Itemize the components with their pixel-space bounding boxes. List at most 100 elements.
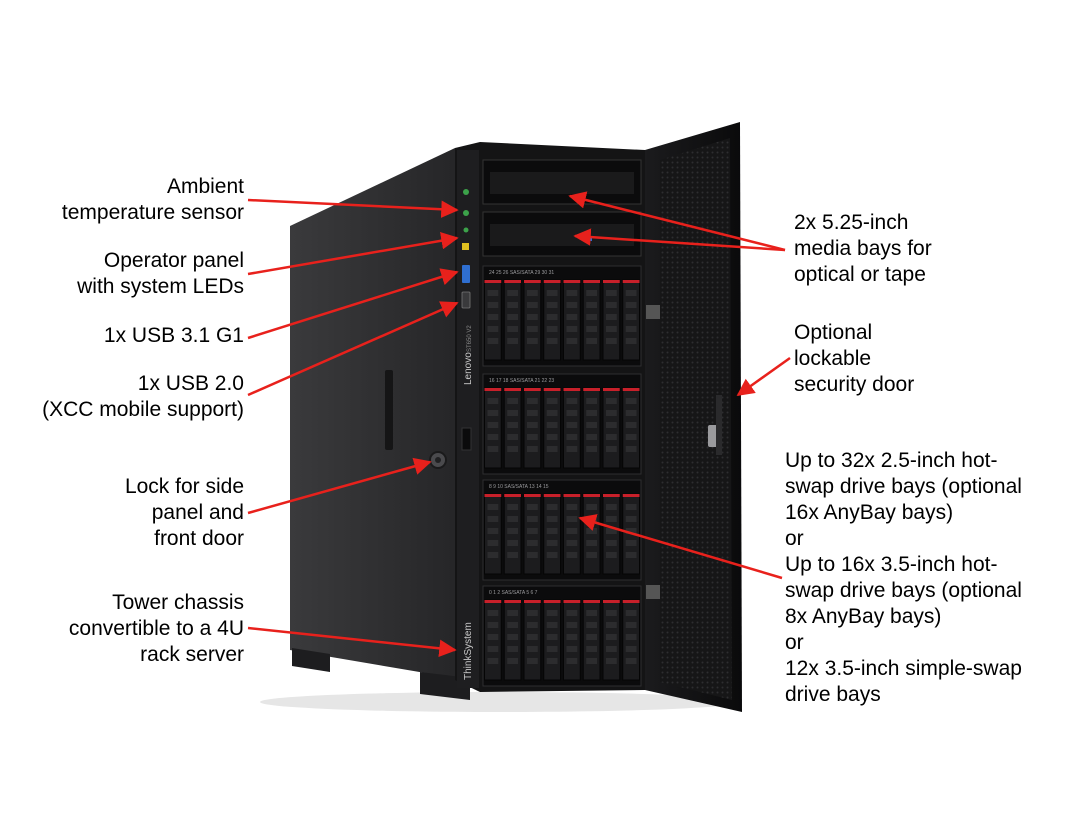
drive-vent-slot (566, 410, 578, 416)
arrow-media-2 (573, 228, 786, 252)
drive-vent-slot (606, 504, 617, 510)
drive-vent-slot (546, 552, 558, 558)
drive-vent-slot (507, 658, 518, 664)
drive-release-tab (504, 388, 521, 391)
drive-vent-slot (566, 302, 578, 308)
arrow-tower (247, 626, 457, 658)
drive-vent-slot (527, 634, 538, 640)
drive-vent-slot (586, 646, 597, 652)
drive-vent-slot (507, 446, 518, 452)
drive-vent-slot (606, 622, 617, 628)
drive-vent-slot (625, 634, 637, 640)
drive-vent-slot (586, 290, 597, 296)
drive-vent-slot (527, 422, 538, 428)
drive-release-tab (484, 600, 502, 603)
drive-vent-slot (566, 504, 578, 510)
drive-vent-slot (625, 552, 637, 558)
drive-vent-slot (507, 290, 518, 296)
callout-operator: Operator panel with system LEDs (77, 249, 244, 298)
drive-vent-slot (487, 398, 499, 404)
arrow-usb20 (247, 301, 459, 397)
drive-vent-slot (546, 422, 558, 428)
drive-vent-slot (527, 610, 538, 616)
drive-vent-slot (527, 338, 538, 344)
drive-vent-slot (606, 528, 617, 534)
chassis-side-panel (290, 148, 455, 678)
drive-release-tab (583, 280, 600, 283)
drive-vent-slot (625, 434, 637, 440)
drive-vent-slot (566, 634, 578, 640)
drive-release-tab (504, 494, 521, 497)
drive-vent-slot (606, 326, 617, 332)
drive-vent-slot (487, 410, 499, 416)
drive-vent-slot (527, 552, 538, 558)
floor-shadow (260, 692, 740, 712)
callout-usb20: 1x USB 2.0 (XCC mobile support) (42, 372, 244, 421)
drive-vent-slot (586, 338, 597, 344)
drive-vent-slot (625, 528, 637, 534)
drive-vent-slot (527, 516, 538, 522)
drive-vent-slot (487, 552, 499, 558)
drive-vent-slot (566, 398, 578, 404)
drive-vent-slot (586, 302, 597, 308)
drive-vent-slot (546, 314, 558, 320)
drive-vent-slot (546, 646, 558, 652)
drive-vent-slot (586, 446, 597, 452)
drive-vent-slot (546, 528, 558, 534)
drive-vent-slot (546, 398, 558, 404)
drive-vent-slot (586, 422, 597, 428)
drive-vent-slot (507, 646, 518, 652)
drive-group-3: 8 9 10 SAS/SATA 13 14 15 (482, 479, 642, 581)
drive-vent-slot (507, 504, 518, 510)
drive-vent-slot (527, 326, 538, 332)
drive-group-2: 16 17 18 SAS/SATA 21 22 23 (482, 373, 642, 475)
side-handle (385, 370, 393, 450)
drive-vent-slot (586, 610, 597, 616)
drive-release-tab (583, 494, 600, 497)
drive-vent-slot (625, 540, 637, 546)
drive-release-tab (504, 600, 521, 603)
drive-vent-slot (566, 540, 578, 546)
drive-release-tab (603, 600, 620, 603)
drive-release-tab (622, 600, 640, 603)
drive-vent-slot (606, 290, 617, 296)
door-mesh (660, 138, 732, 700)
drive-vent-slot (527, 646, 538, 652)
drive-vent-slot (625, 302, 637, 308)
panel-slot (461, 427, 472, 451)
drive-vent-slot (507, 410, 518, 416)
drive-vent-slot (487, 658, 499, 664)
drive-vent-slot (507, 434, 518, 440)
drive-vent-slot (546, 610, 558, 616)
drive-vent-slot (487, 446, 499, 452)
drive-vent-slot (586, 658, 597, 664)
operator-strip (457, 150, 479, 688)
drive-release-tab (563, 388, 581, 391)
drive-vent-slot (487, 504, 499, 510)
drive-vent-slot (487, 422, 499, 428)
drive-vent-slot (606, 422, 617, 428)
drive-vent-slot (507, 622, 518, 628)
drive-vent-slot (527, 302, 538, 308)
drive-group-header: 8 9 10 SAS/SATA 13 14 15 (489, 484, 549, 490)
drive-vent-slot (566, 314, 578, 320)
drive-release-tab (622, 280, 640, 283)
drive-vent-slot (566, 446, 578, 452)
drive-vent-slot (507, 398, 518, 404)
drive-vent-slot (566, 434, 578, 440)
drive-release-tab (543, 600, 561, 603)
drive-group-1: 24 25 26 SAS/SATA 29 30 31 (482, 265, 642, 367)
drive-vent-slot (625, 610, 637, 616)
drive-vent-slot (586, 326, 597, 332)
usb20-port-icon (461, 291, 471, 309)
drive-vent-slot (625, 504, 637, 510)
drive-vent-slot (487, 634, 499, 640)
drive-vent-slot (625, 338, 637, 344)
drive-vent-slot (586, 552, 597, 558)
drive-vent-slot (546, 622, 558, 628)
drive-vent-slot (586, 504, 597, 510)
drive-vent-slot (566, 610, 578, 616)
drive-vent-slot (527, 434, 538, 440)
